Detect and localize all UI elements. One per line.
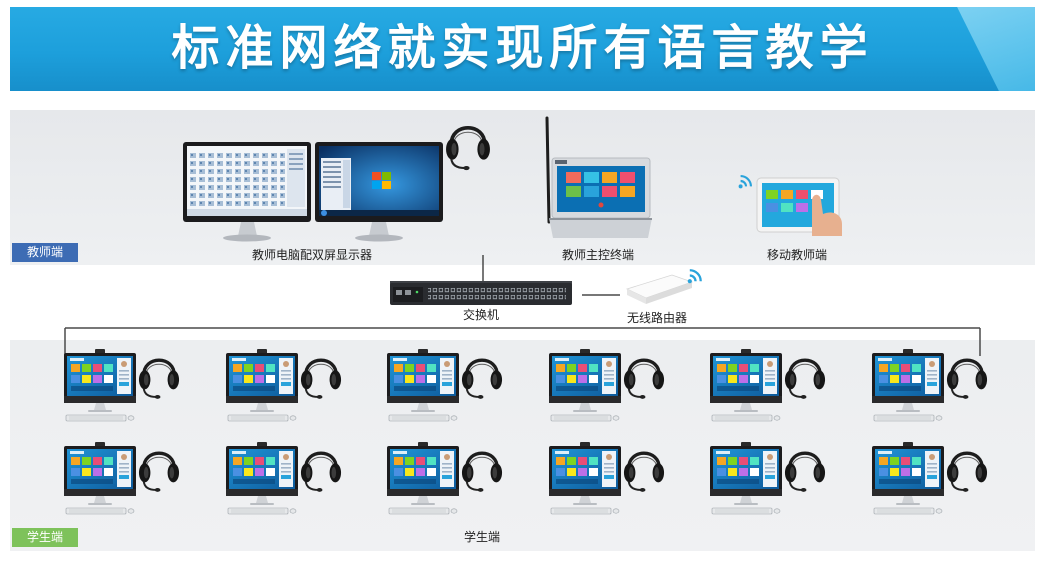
wifi-icon xyxy=(737,174,753,190)
student-station xyxy=(386,442,503,515)
wifi-icon xyxy=(686,269,702,285)
student-computer xyxy=(63,442,137,515)
headset-icon xyxy=(461,358,503,400)
student-station xyxy=(871,349,988,422)
teacher-zone-tag: 教师端 xyxy=(12,243,78,262)
student-computer xyxy=(871,349,945,422)
student-computer xyxy=(548,442,622,515)
headset-icon xyxy=(623,358,665,400)
windows-logo-icon xyxy=(372,172,391,189)
teacher-right-monitor xyxy=(315,142,443,242)
student-station xyxy=(548,349,665,422)
headset-icon xyxy=(300,451,342,493)
headset-icon xyxy=(623,451,665,493)
title-banner: 标准网络就实现所有语言教学 xyxy=(10,7,1035,91)
headset-icon xyxy=(784,358,826,400)
student-zone-tag: 学生端 xyxy=(12,528,78,547)
student-station xyxy=(225,442,342,515)
student-computer xyxy=(548,349,622,422)
student-computer xyxy=(225,442,299,515)
headset-icon xyxy=(461,451,503,493)
mobile-teacher-caption: 移动教师端 xyxy=(766,248,827,262)
headset-icon xyxy=(300,358,342,400)
hand xyxy=(812,194,842,236)
student-station xyxy=(709,442,826,515)
student-station xyxy=(386,349,503,422)
student-zone-background xyxy=(10,340,1035,551)
headset-icon xyxy=(946,451,988,493)
student-station xyxy=(63,349,180,422)
teacher-dual-monitor xyxy=(183,142,443,242)
student-computer xyxy=(386,442,460,515)
student-computer xyxy=(386,349,460,422)
student-station xyxy=(63,442,180,515)
student-stations xyxy=(63,349,988,515)
switch-caption: 交换机 xyxy=(462,308,499,322)
teacher-control-terminal xyxy=(545,116,652,238)
teacher-left-monitor xyxy=(183,142,311,242)
headset-icon xyxy=(445,125,491,172)
student-station xyxy=(871,442,988,515)
student-station xyxy=(709,349,826,422)
headset-icon xyxy=(946,358,988,400)
network-switch-icon xyxy=(390,281,572,305)
headset-icon xyxy=(138,358,180,400)
dual-monitor-caption: 教师电脑配双屏显示器 xyxy=(251,248,372,262)
student-computer xyxy=(63,349,137,422)
control-terminal-caption: 教师主控终端 xyxy=(561,248,634,262)
wireless-router-icon xyxy=(625,274,694,304)
headset-icon xyxy=(138,451,180,493)
student-computer xyxy=(709,349,783,422)
teacher-zone-background xyxy=(10,110,1035,265)
student-station xyxy=(548,442,665,515)
student-computer xyxy=(709,442,783,515)
router-caption: 无线路由器 xyxy=(626,311,687,325)
antenna xyxy=(545,116,551,224)
student-computer xyxy=(871,442,945,515)
mobile-teacher-tablet xyxy=(756,177,842,236)
connection-lines xyxy=(64,255,981,356)
student-computer xyxy=(225,349,299,422)
student-station xyxy=(225,349,342,422)
banner-title: 标准网络就实现所有语言教学 xyxy=(171,22,874,75)
headset-icon xyxy=(784,451,826,493)
student-zone-caption: 学生端 xyxy=(463,530,500,544)
